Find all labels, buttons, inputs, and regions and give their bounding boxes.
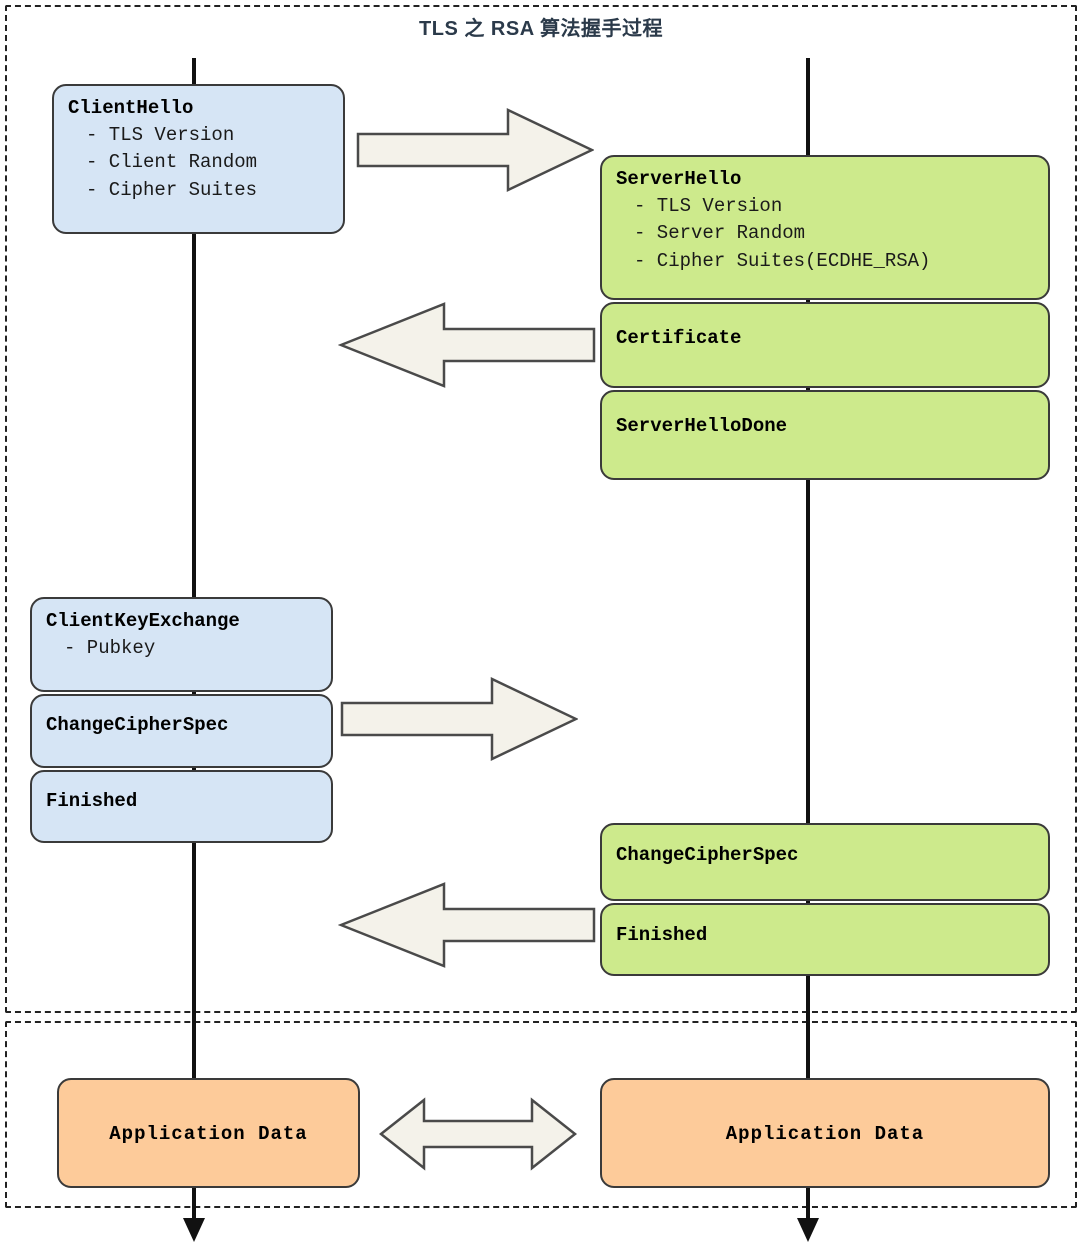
server-lifeline-arrowhead xyxy=(797,1218,819,1242)
message-box-server-change-cipher-spec[interactable]: ChangeCipherSpec xyxy=(600,823,1050,901)
arrow-client-key-group xyxy=(340,675,578,763)
message-title: ServerHelloDone xyxy=(616,415,788,437)
arrow-server-finished-group xyxy=(338,880,596,970)
message-title: ChangeCipherSpec xyxy=(46,714,229,736)
message-box-client-hello[interactable]: ClientHello - TLS Version - Client Rando… xyxy=(52,84,345,234)
client-lifeline-arrowhead xyxy=(183,1218,205,1242)
application-data-label: Application Data xyxy=(725,1123,925,1145)
message-title: Certificate xyxy=(616,327,742,349)
message-title: Finished xyxy=(46,790,138,812)
message-box-certificate[interactable]: Certificate xyxy=(600,302,1050,388)
application-data-label: Application Data xyxy=(109,1123,308,1145)
handshake-phase-region xyxy=(5,5,1077,1013)
message-title: ServerHello xyxy=(616,168,742,190)
message-title: ClientKeyExchange xyxy=(46,610,240,632)
message-detail: - Server Random xyxy=(634,222,806,245)
message-title: ClientHello xyxy=(68,97,194,119)
arrow-application-data xyxy=(378,1095,578,1173)
message-box-server-hello-done[interactable]: ServerHelloDone xyxy=(600,390,1050,480)
message-detail: - Client Random xyxy=(86,151,258,174)
message-box-server-finished[interactable]: Finished xyxy=(600,903,1050,976)
message-title: ChangeCipherSpec xyxy=(616,844,799,866)
message-detail: - TLS Version xyxy=(86,123,235,146)
application-data-phase-region xyxy=(5,1021,1077,1208)
message-detail: - Cipher Suites(ECDHE_RSA) xyxy=(634,249,931,272)
message-detail: - Pubkey xyxy=(64,636,156,659)
message-box-client-key-exchange[interactable]: ClientKeyExchange - Pubkey xyxy=(30,597,333,692)
message-title: Finished xyxy=(616,924,708,946)
message-box-server-hello[interactable]: ServerHello - TLS Version - Server Rando… xyxy=(600,155,1050,300)
arrow-client-hello xyxy=(356,106,594,194)
diagram-title: TLS 之 RSA 算法握手过程 xyxy=(419,18,663,40)
message-box-client-change-cipher-spec[interactable]: ChangeCipherSpec xyxy=(30,694,333,768)
message-box-application-data-client[interactable]: Application Data xyxy=(57,1078,360,1188)
message-detail: - Cipher Suites xyxy=(86,178,258,201)
server-lifeline xyxy=(806,58,810,1218)
message-detail: - TLS Version xyxy=(634,194,783,217)
message-box-application-data-server[interactable]: Application Data xyxy=(600,1078,1050,1188)
arrow-server-hello-group xyxy=(338,300,596,390)
message-box-client-finished[interactable]: Finished xyxy=(30,770,333,843)
